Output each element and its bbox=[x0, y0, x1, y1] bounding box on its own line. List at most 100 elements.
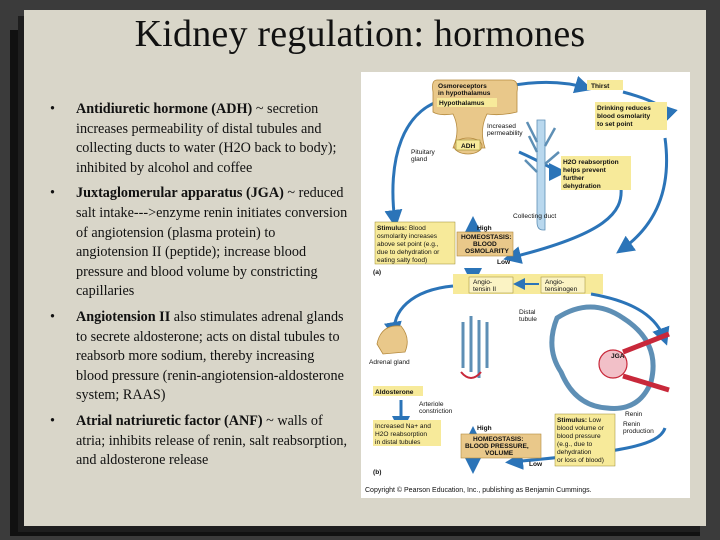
thirst-box bbox=[587, 80, 623, 90]
hypothalamus-shape bbox=[432, 79, 518, 149]
label-low-b: Low bbox=[529, 461, 543, 468]
label-arteriole-2: constriction bbox=[419, 408, 453, 415]
label-homeostasis-a-2: BLOOD bbox=[473, 241, 497, 248]
label-pituitary-2: gland bbox=[411, 156, 427, 163]
bullet-term: Angiotension II bbox=[76, 308, 171, 325]
label-homeostasis-a-1: HOMEOSTASIS: bbox=[461, 234, 511, 241]
label-angio2-1: Angio- bbox=[473, 279, 492, 286]
label-adrenal: Adrenal gland bbox=[369, 359, 410, 366]
label-high-a: High bbox=[477, 225, 492, 232]
bullet-text: ~ reduced salt intake--->enzyme renin in… bbox=[76, 185, 348, 300]
label-arteriole-1: Arteriole bbox=[419, 401, 444, 408]
label-aldosterone: Aldosterone bbox=[375, 389, 414, 396]
bullet-dot: • bbox=[50, 412, 55, 429]
bullet-term: Atrial natriuretic factor (ANF) bbox=[76, 412, 263, 429]
bullet-list: •Antidiuretic hormone (ADH) ~ secretion … bbox=[50, 100, 350, 477]
label-stimulus-b-6: or loss of blood) bbox=[557, 457, 604, 464]
panel-b: Angio- tensin II Angio- tensinogen Adren… bbox=[369, 274, 670, 476]
label-increased-na-3: in distal tubules bbox=[375, 439, 421, 446]
slide-title: Kidney regulation: hormones bbox=[134, 13, 586, 55]
hormone-diagram: Osmoreceptors in hypothalamus Hypothalam… bbox=[361, 72, 690, 498]
label-stimulus-b-5: dehydration bbox=[557, 449, 592, 456]
bullet-text: ~ walls of atria; inhibits release of re… bbox=[76, 412, 348, 469]
label-homeostasis-b-2: BLOOD PRESSURE, bbox=[465, 443, 529, 450]
label-h2o-4: dehydration bbox=[563, 183, 601, 190]
arrow-top-right bbox=[590, 292, 670, 346]
glomerulus bbox=[598, 349, 628, 379]
label-jga: JGA bbox=[611, 353, 625, 360]
stimulus-a-box bbox=[374, 221, 456, 265]
bullet-jga: • Juxtaglomerular apparatus (JGA) ~ reduc… bbox=[50, 184, 350, 302]
adh-box bbox=[455, 139, 481, 151]
bullet-term: Juxtaglomerular apparatus (JGA) bbox=[76, 185, 284, 202]
copyright-text: Copyright © Pearson Education, Inc., pub… bbox=[365, 487, 592, 494]
label-panel-a: (a) bbox=[373, 269, 381, 276]
increased-na-box bbox=[373, 420, 441, 446]
arrow-thirst bbox=[508, 75, 593, 94]
label-osmoreceptors-1: Osmoreceptors bbox=[438, 83, 487, 90]
arrow-bottom-right bbox=[505, 427, 667, 470]
label-thirst: Thirst bbox=[591, 83, 610, 90]
bullet-dot: • bbox=[50, 308, 55, 325]
label-h2o-1: H2O reabsorption bbox=[563, 159, 619, 166]
drinking-box bbox=[595, 102, 667, 130]
label-panel-b: (b) bbox=[373, 469, 381, 476]
angiogen-box bbox=[540, 276, 586, 294]
arrow-h2o bbox=[518, 150, 567, 181]
kidney-tubule-loop bbox=[549, 304, 656, 411]
label-angiogen-1: Angio- bbox=[545, 279, 564, 286]
label-renin-production-2: production bbox=[623, 428, 654, 435]
label-stimulus-a-4: due to dehydration or bbox=[377, 249, 440, 256]
label-drinking-2: blood osmolarity bbox=[597, 113, 650, 120]
homeostasis-a-box bbox=[456, 231, 514, 257]
label-stimulus-a: Stimulus: Blood bbox=[377, 225, 426, 232]
aldosterone-box bbox=[373, 386, 423, 396]
stimulus-b-box bbox=[554, 413, 616, 467]
diagram-svg: Osmoreceptors in hypothalamus Hypothalam… bbox=[369, 75, 678, 476]
h2o-box bbox=[561, 156, 631, 190]
bullet-dot: • bbox=[50, 101, 55, 117]
label-homeostasis-a-3: OSMOLARITY bbox=[465, 248, 510, 255]
collecting-duct-shape bbox=[536, 119, 546, 231]
label-homeostasis-b-3: VOLUME bbox=[485, 450, 514, 457]
arrow-right-down bbox=[616, 137, 669, 254]
label-stimulus-a-5: eating salty food) bbox=[377, 257, 427, 264]
nephron-tubules bbox=[461, 316, 489, 378]
adrenal-shape bbox=[376, 325, 408, 355]
label-adh: ADH bbox=[461, 143, 476, 150]
label-angiogen-2: tensinogen bbox=[545, 286, 578, 293]
label-stimulus-a-3: above set point (e.g., bbox=[377, 241, 439, 248]
label-stimulus-b: Stimulus: Low bbox=[557, 417, 601, 424]
label-collecting-duct: Collecting duct bbox=[513, 213, 556, 220]
label-renin-production-1: Renin bbox=[623, 421, 641, 428]
label-distal-2: tubule bbox=[519, 316, 537, 323]
label-pituitary-1: Pituitary bbox=[411, 149, 436, 156]
label-angio2-2: tensin II bbox=[473, 286, 496, 293]
label-distal-1: Distal bbox=[519, 309, 536, 316]
hypothalamus-label-box bbox=[437, 98, 497, 107]
label-h2o-3: further bbox=[563, 175, 585, 182]
label-increased-perm-2: permeability bbox=[487, 130, 523, 137]
label-renin: Renin bbox=[625, 411, 643, 418]
label-stimulus-a-2: osmolarity increases bbox=[377, 233, 438, 240]
bullet-term: Antidiuretic hormone (ADH) bbox=[76, 101, 253, 117]
label-osmoreceptors-2: in hypothalamus bbox=[438, 90, 491, 97]
label-stimulus-b-2: blood volume or bbox=[557, 425, 605, 432]
duct-branches bbox=[524, 121, 560, 173]
arrow-to-homeostasis bbox=[503, 187, 623, 264]
panel-a: Osmoreceptors in hypothalamus Hypothalam… bbox=[373, 75, 678, 286]
bullet-angiotension: •Angiotension II also stimulates adrenal… bbox=[50, 308, 350, 406]
label-high-b: High bbox=[477, 425, 492, 432]
label-homeostasis-b-1: HOMEOSTASIS: bbox=[473, 436, 523, 443]
label-stimulus-b-4: (e.g., due to bbox=[557, 441, 593, 448]
label-drinking-3: to set point bbox=[597, 121, 633, 128]
label-increased-na-1: Increased Na+ and bbox=[375, 423, 431, 430]
bullet-anf: • Atrial natriuretic factor (ANF) ~ walls… bbox=[50, 412, 350, 471]
label-increased-na-2: H2O reabsorption bbox=[375, 431, 427, 438]
label-h2o-2: helps prevent bbox=[563, 167, 607, 174]
nephron-vessel bbox=[460, 371, 482, 379]
bullet-dot: • bbox=[50, 185, 55, 202]
bullet-adh: •Antidiuretic hormone (ADH) ~ secretion … bbox=[50, 100, 350, 178]
label-hypothalamus: Hypothalamus bbox=[439, 100, 485, 107]
